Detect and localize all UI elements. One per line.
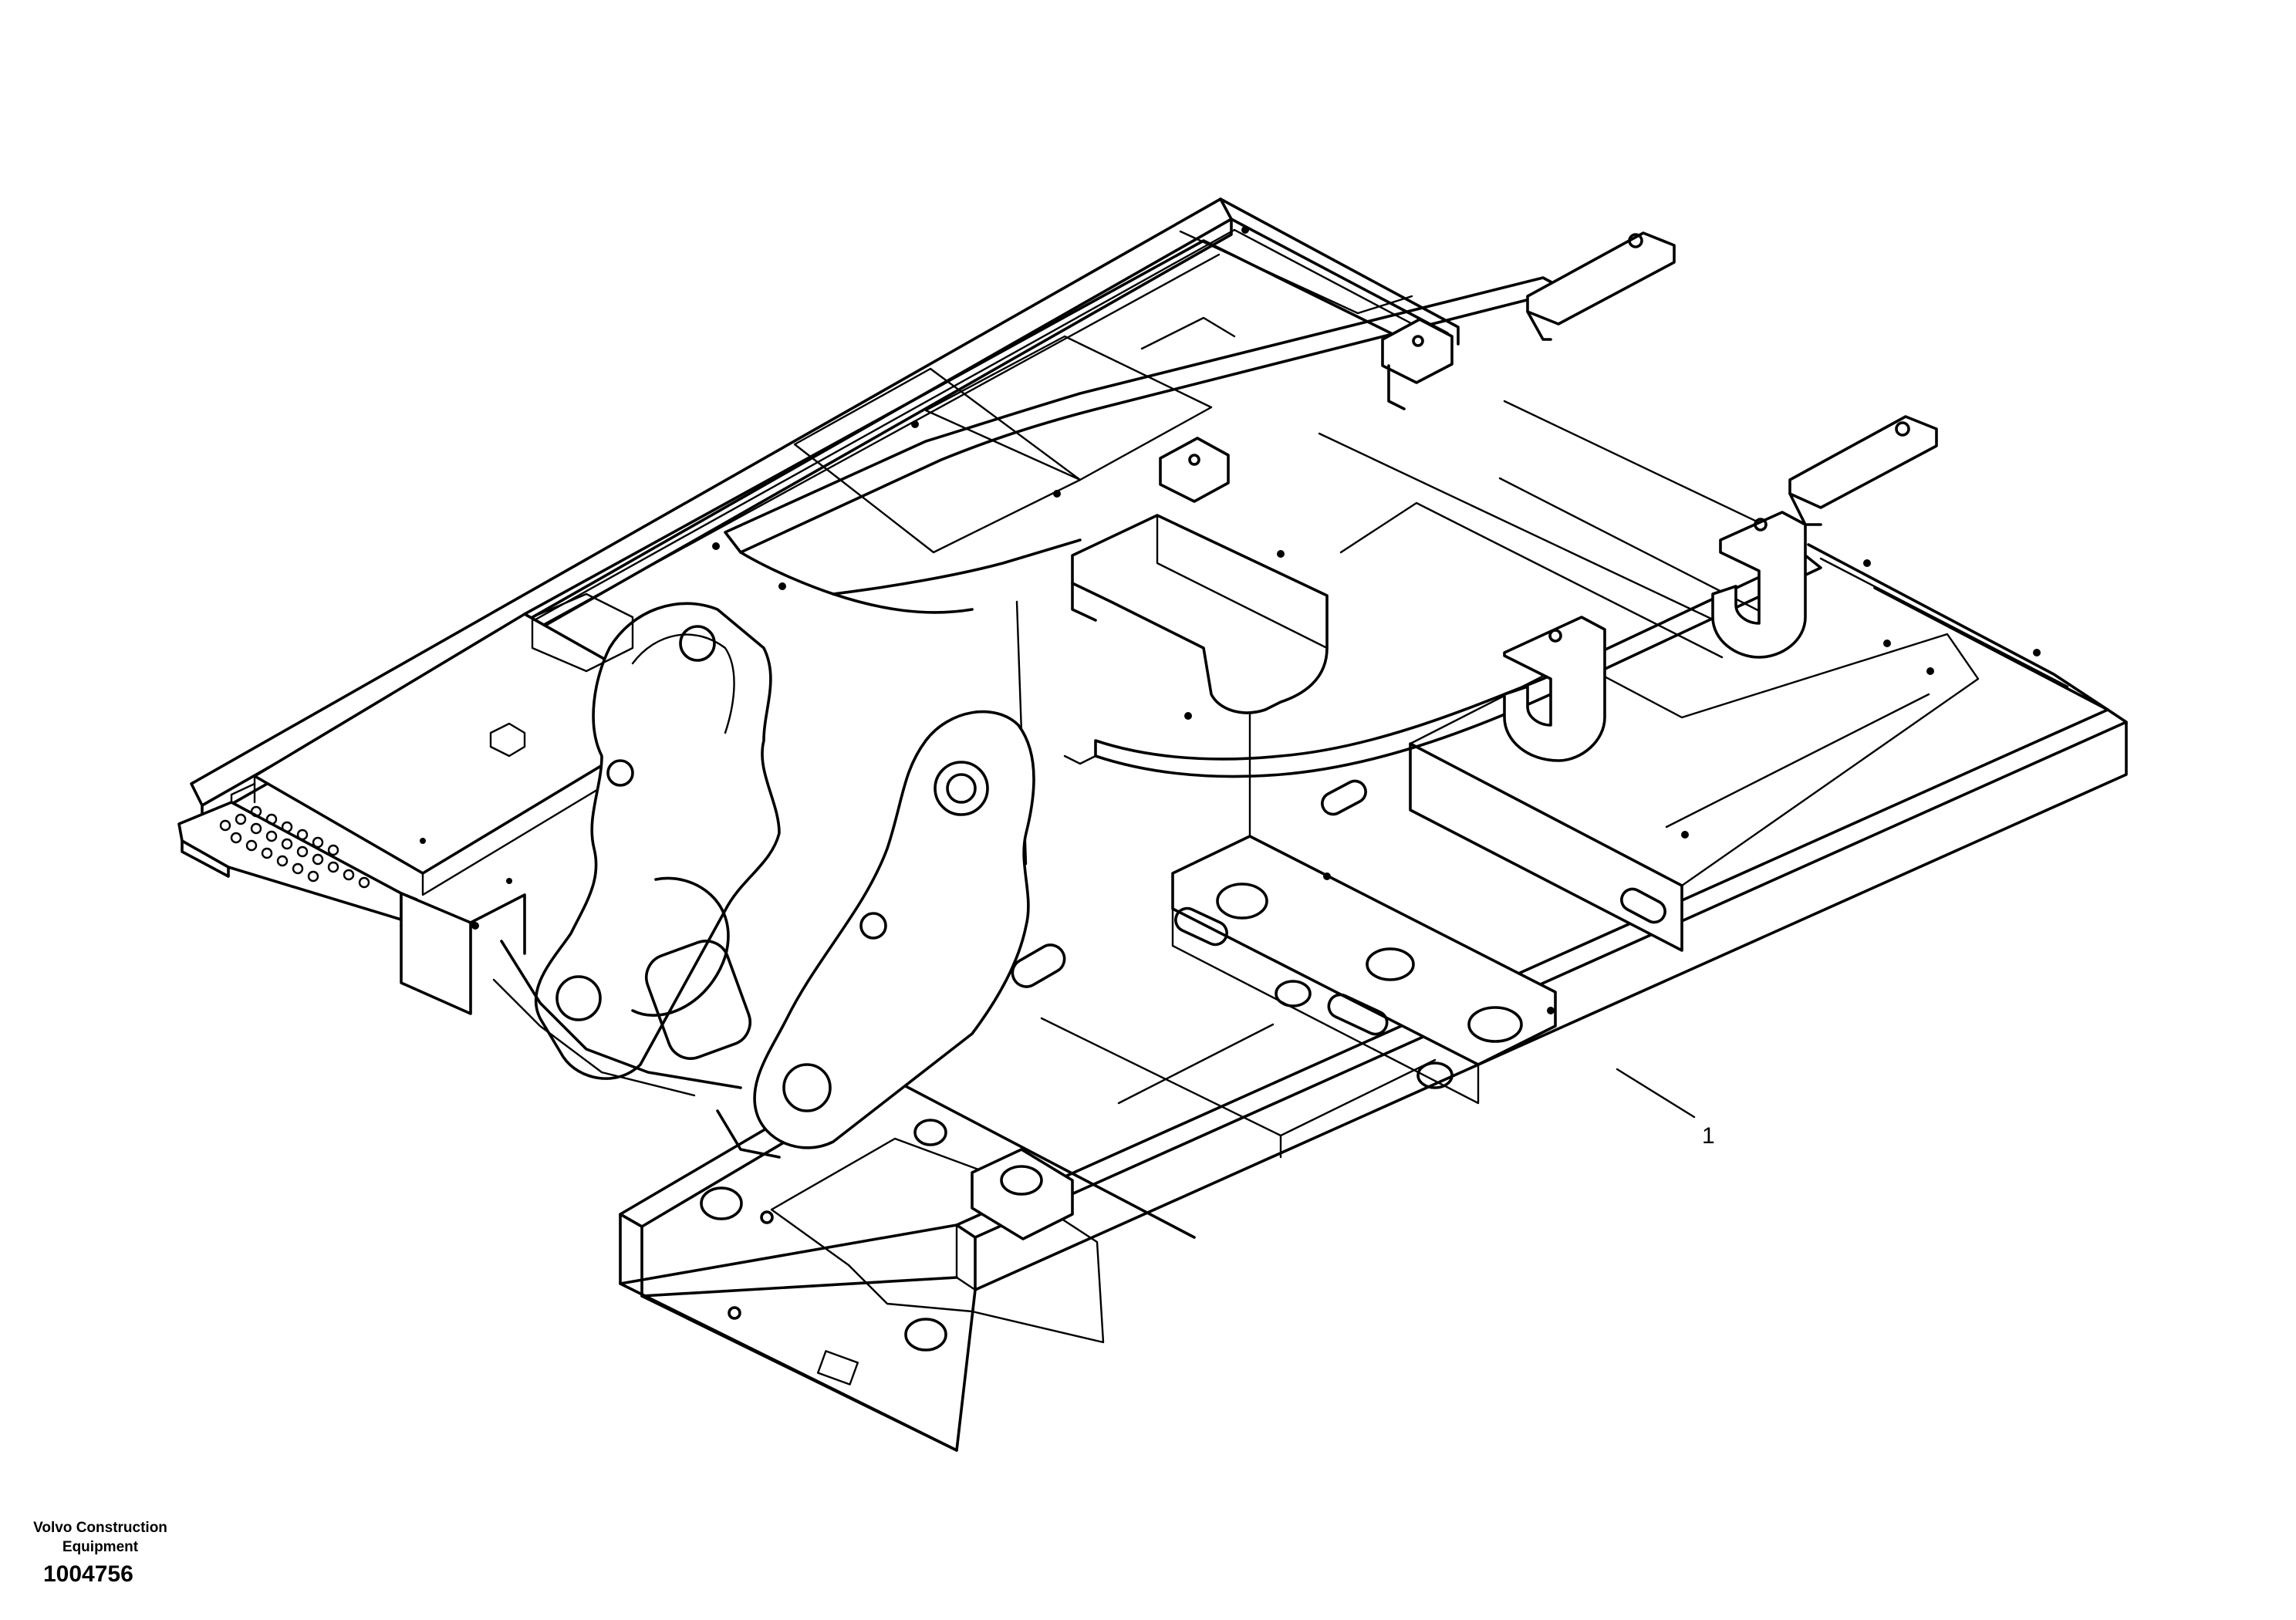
step-plate [177,782,418,935]
drawing-number: 1004756 [43,1561,133,1587]
rear-guard-frame [724,231,1938,778]
callout-leader-line [1616,1068,1696,1119]
brand-line-1: Volvo Construction [33,1520,167,1536]
right-main-beam [955,543,2128,1291]
brand-label: Volvo Construction Equipment [15,1518,185,1557]
callout-1: 1 [1616,1068,1715,1149]
right-interior-panel [1321,633,1980,952]
boom-mount-brackets [492,602,1066,1159]
hanger-brackets [1071,318,1807,762]
upper-frame-outline [190,197,1460,896]
step-plate-perforations [219,805,370,889]
callout-label-1: 1 [1702,1123,1715,1149]
middle-cross-box [1040,835,1557,1159]
left-side-box [400,592,634,1015]
brand-line-2: Equipment [62,1539,139,1555]
mounting-points [712,226,2041,1014]
front-cross-member [619,1066,1196,1452]
